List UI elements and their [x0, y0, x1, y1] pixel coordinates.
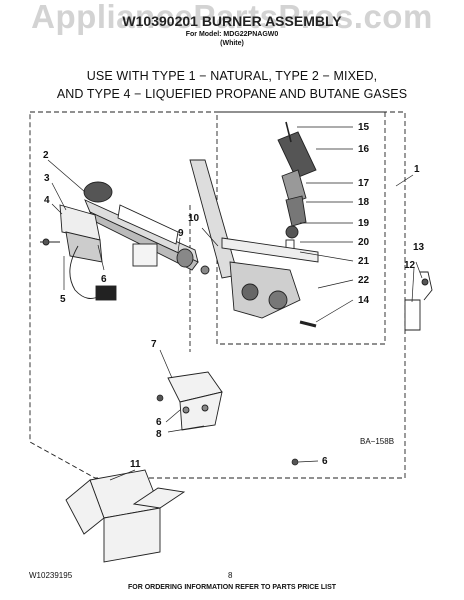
leader-lines	[47, 126, 423, 481]
lower-bracket	[167, 371, 223, 431]
callout-5: 5	[60, 294, 66, 305]
callout-6: 6	[101, 274, 107, 285]
callout-1: 1	[414, 164, 420, 175]
diagram-code: BA−158B	[360, 437, 395, 446]
callout-10: 10	[188, 213, 200, 224]
doc-number: W10239195	[29, 571, 73, 580]
callout-19: 19	[358, 218, 370, 229]
burner-clip	[404, 271, 433, 331]
callout-17: 17	[358, 178, 370, 189]
callout-9: 9	[178, 228, 184, 239]
loose-screws	[156, 394, 299, 466]
usage-line-1: USE WITH TYPE 1 − NATURAL, TYPE 2 − MIXE…	[86, 69, 378, 83]
callout-3: 3	[44, 173, 50, 184]
callout-18: 18	[358, 197, 370, 208]
watermark: AppliancePartsPros.com	[31, 0, 433, 35]
callout-8: 8	[156, 429, 162, 440]
wire-harness	[40, 238, 117, 301]
callout-11: 11	[130, 459, 141, 470]
callout-16: 16	[358, 144, 370, 155]
callout-21: 21	[358, 256, 370, 267]
callout-12: 12	[404, 260, 416, 271]
assembly-boundary-outer	[29, 111, 406, 479]
color-line: (White)	[220, 40, 244, 47]
ordering-note: FOR ORDERING INFORMATION REFER TO PARTS …	[127, 584, 337, 591]
callout-20: 20	[358, 237, 370, 248]
callout-6-right: 6	[322, 456, 328, 467]
callout-2: 2	[43, 150, 49, 161]
callout-13: 13	[413, 242, 425, 253]
callout-6-lower: 6	[156, 417, 162, 428]
burner-tube	[59, 181, 199, 271]
page-title: W10390201 BURNER ASSEMBLY	[122, 13, 342, 29]
callout-4: 4	[44, 195, 50, 206]
gas-valve-column	[189, 121, 319, 328]
page-number: 8	[228, 571, 233, 580]
callout-7: 7	[151, 339, 157, 350]
model-line: For Model: MDG22PNAGW0	[185, 31, 279, 38]
callout-22: 22	[358, 275, 370, 286]
mounting-bracket	[65, 469, 186, 563]
callout-14: 14	[358, 295, 370, 306]
callout-15: 15	[358, 122, 370, 133]
usage-line-2: AND TYPE 4 − LIQUEFIED PROPANE AND BUTAN…	[56, 87, 408, 101]
